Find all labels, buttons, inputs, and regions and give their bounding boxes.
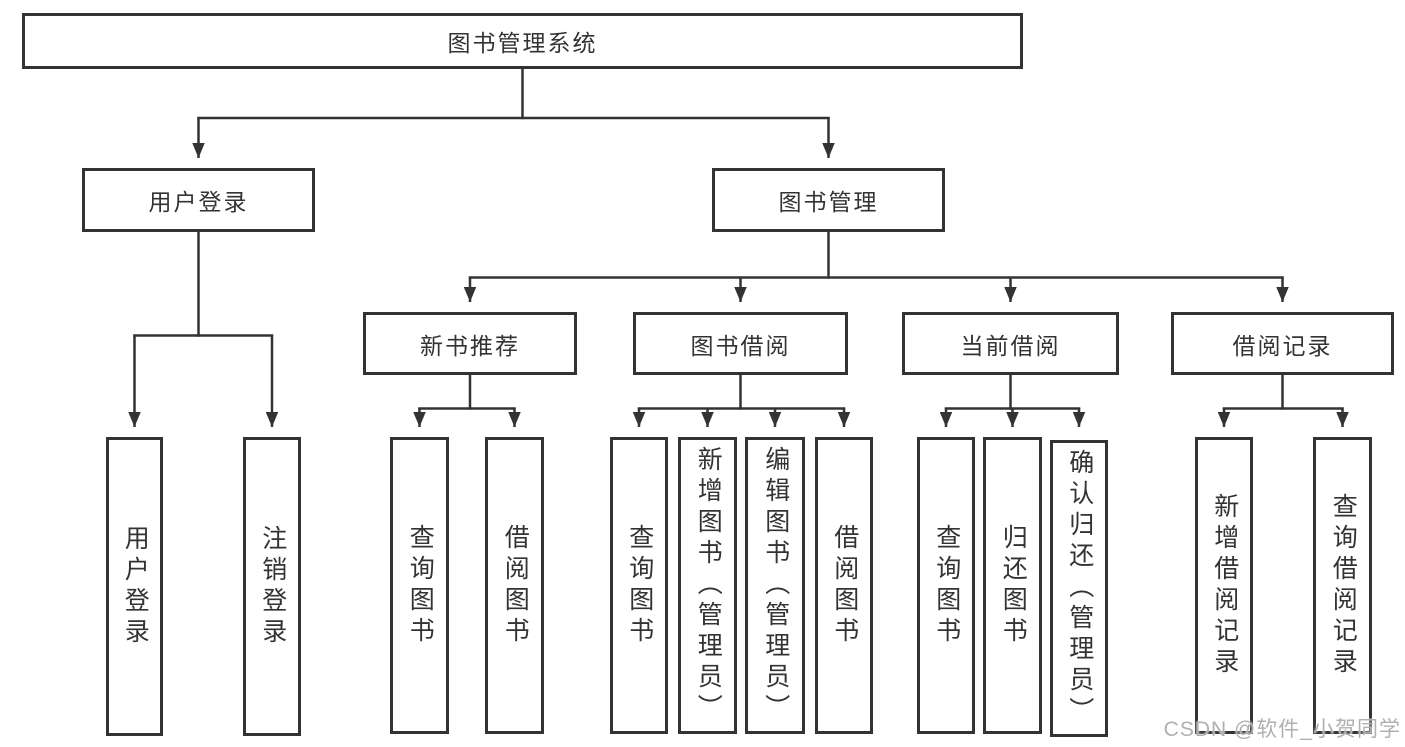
leaf-query-books-borrow-label: 查询图书 [625, 523, 654, 648]
leaf-query-borrow-record-label: 查询借阅记录 [1329, 492, 1358, 679]
watermark: CSDN @软件_小贺同学 [1163, 718, 1401, 741]
leaf-confirm-return-admin: 确认归还（管理员） [1050, 440, 1108, 737]
leaf-borrow-books-recommend: 借阅图书 [485, 437, 544, 734]
node-current-borrowing-label: 当前借阅 [960, 332, 1061, 359]
leaf-query-books-current: 查询图书 [917, 437, 975, 734]
node-new-book-recommend-label: 新书推荐 [420, 332, 520, 359]
leaf-user-login-label: 用户登录 [121, 524, 150, 649]
node-new-book-recommend: 新书推荐 [363, 312, 577, 375]
node-borrowing-records-label: 借阅记录 [1232, 332, 1333, 359]
node-library-system: 图书管理系统 [22, 13, 1023, 69]
leaf-add-books-admin-label: 新增图书（管理员） [694, 446, 723, 725]
node-book-borrowing-label: 图书借阅 [690, 332, 791, 359]
leaf-logout-label: 注销登录 [258, 524, 287, 649]
leaf-logout: 注销登录 [243, 437, 301, 736]
leaf-borrow-books-label: 借阅图书 [830, 523, 859, 648]
leaf-edit-books-admin-label: 编辑图书（管理员） [761, 446, 790, 725]
leaf-query-books-current-label: 查询图书 [932, 523, 961, 648]
node-current-borrowing: 当前借阅 [902, 312, 1119, 375]
leaf-return-books-label: 归还图书 [999, 523, 1028, 648]
leaf-user-login: 用户登录 [106, 437, 163, 736]
leaf-query-books-borrow: 查询图书 [610, 437, 668, 734]
leaf-add-books-admin: 新增图书（管理员） [678, 437, 737, 734]
leaf-edit-books-admin: 编辑图书（管理员） [745, 437, 805, 734]
leaf-add-borrow-record: 新增借阅记录 [1195, 437, 1253, 734]
node-borrowing-records: 借阅记录 [1171, 312, 1394, 375]
node-user-login-label: 用户登录 [148, 189, 249, 215]
leaf-borrow-books: 借阅图书 [815, 437, 873, 734]
leaf-query-books-recommend: 查询图书 [390, 437, 449, 734]
node-book-management: 图书管理 [712, 168, 945, 232]
leaf-confirm-return-admin-label: 确认归还（管理员） [1065, 449, 1094, 728]
leaf-query-books-recommend-label: 查询图书 [406, 523, 435, 648]
node-book-borrowing: 图书借阅 [633, 312, 848, 375]
node-library-system-label: 图书管理系统 [447, 30, 598, 56]
leaf-add-borrow-record-label: 新增借阅记录 [1210, 492, 1239, 679]
leaf-query-borrow-record: 查询借阅记录 [1313, 437, 1372, 734]
node-book-management-label: 图书管理 [778, 189, 879, 215]
leaf-return-books: 归还图书 [983, 437, 1042, 734]
node-user-login: 用户登录 [82, 168, 315, 232]
leaf-borrow-books-recommend-label: 借阅图书 [501, 523, 530, 648]
